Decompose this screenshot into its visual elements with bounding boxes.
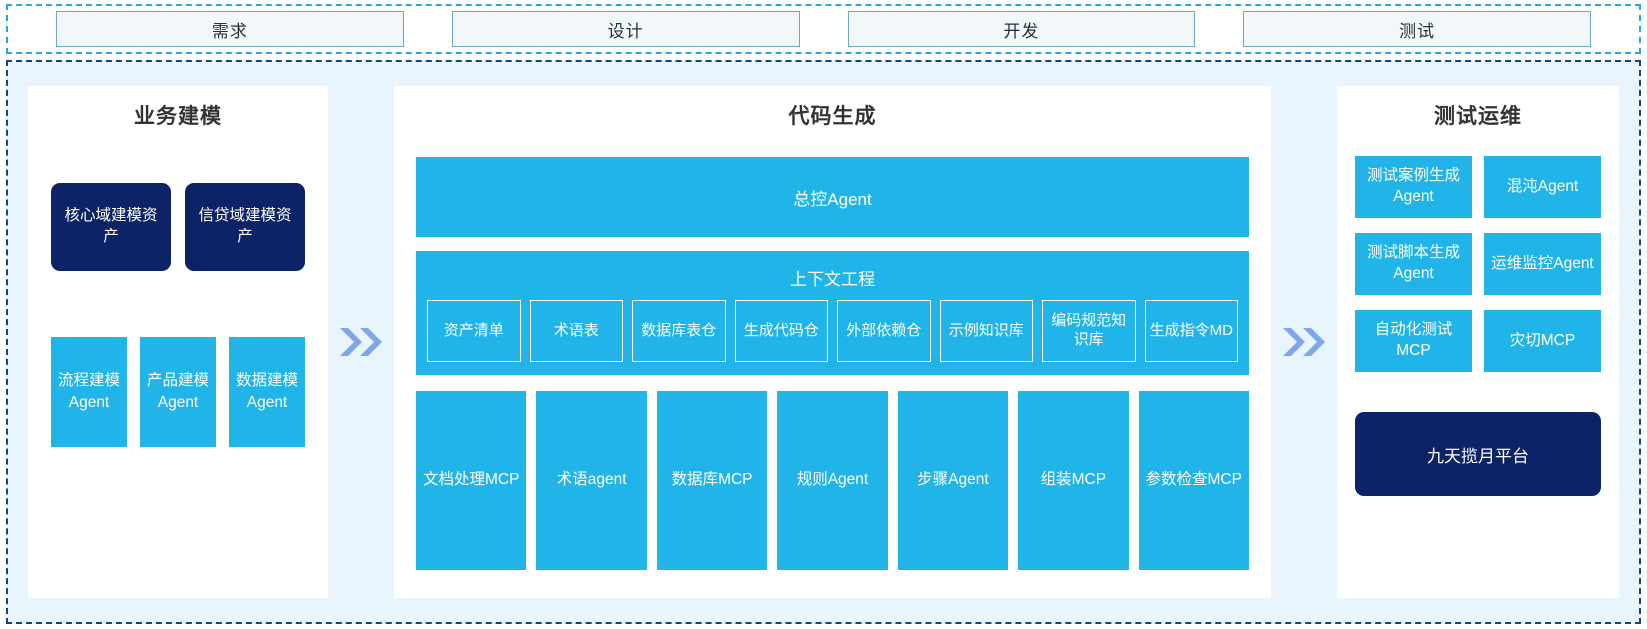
test-card-ops-monitoring-agent[interactable]: 运维监控Agent bbox=[1484, 233, 1601, 295]
double-chevron-right-icon bbox=[328, 86, 394, 598]
tool-card-row: 文档处理MCP 术语agent 数据库MCP 规则Agent 步骤Agent 组… bbox=[416, 391, 1249, 580]
business-asset-row: 核心域建模资产 信贷域建模资产 bbox=[50, 183, 306, 271]
tool-card-step-agent[interactable]: 步骤Agent bbox=[897, 391, 1009, 570]
tool-card-label: 术语agent bbox=[556, 471, 627, 489]
context-item-generation-instruction-md[interactable]: 生成指令MD bbox=[1144, 300, 1238, 362]
tool-card-glossary-agent[interactable]: 术语agent bbox=[536, 391, 647, 570]
panel-code-generation: 代码生成 总控Agent 上下文工程 资产清单 术语表 数据库表仓 生成代码仓 … bbox=[394, 86, 1271, 598]
code-generation-body: 总控Agent 上下文工程 资产清单 术语表 数据库表仓 生成代码仓 外部依赖仓… bbox=[394, 130, 1271, 598]
tool-card-label: 规则Agent bbox=[796, 471, 869, 489]
agent-card-product-modeling[interactable]: 产品建模Agent bbox=[140, 337, 216, 447]
business-modeling-body: 核心域建模资产 信贷域建模资产 流程建模Agent 产品建模Agent 数据建模… bbox=[28, 130, 328, 598]
context-item-label: 数据库表仓 bbox=[641, 321, 717, 339]
tool-card-rule-agent[interactable]: 规则Agent bbox=[777, 391, 888, 570]
phase-tab-label: 测试 bbox=[1399, 21, 1436, 41]
context-engineering-title: 上下文工程 bbox=[790, 270, 875, 289]
test-card-disaster-switch-mcp[interactable]: 灾切MCP bbox=[1484, 310, 1601, 372]
tool-card-parameter-check-mcp[interactable]: 参数检查MCP bbox=[1138, 391, 1249, 570]
test-card-label: 灾切MCP bbox=[1509, 331, 1576, 349]
test-card-label: 测试脚本生成Agent bbox=[1366, 244, 1460, 282]
panel-title-business-modeling: 业务建模 bbox=[134, 105, 222, 128]
test-card-label: 测试案例生成Agent bbox=[1366, 167, 1460, 205]
context-item-asset-list[interactable]: 资产清单 bbox=[427, 300, 521, 362]
tool-card-document-processing-mcp[interactable]: 文档处理MCP bbox=[416, 391, 527, 570]
phase-tab-testing[interactable]: 测试 bbox=[1243, 11, 1591, 47]
test-operations-body: 测试案例生成Agent 混沌Agent 测试脚本生成Agent 运维监控Agen… bbox=[1337, 130, 1619, 598]
context-item-label: 编码规范知识库 bbox=[1051, 312, 1127, 348]
master-agent-label: 总控Agent bbox=[793, 189, 872, 209]
tool-card-label: 组装MCP bbox=[1040, 471, 1107, 489]
context-item-label: 术语表 bbox=[553, 321, 599, 339]
phase-bar: 需求 设计 开发 测试 bbox=[6, 4, 1641, 54]
test-card-chaos-agent[interactable]: 混沌Agent bbox=[1484, 156, 1601, 218]
context-item-label: 外部依赖仓 bbox=[846, 321, 922, 339]
architecture-body: 业务建模 核心域建模资产 信贷域建模资产 流程建模Agent 产品建模Agent… bbox=[6, 60, 1641, 624]
tool-card-database-mcp[interactable]: 数据库MCP bbox=[656, 391, 768, 570]
master-agent-bar[interactable]: 总控Agent bbox=[416, 157, 1249, 237]
agent-card-label: 产品建模Agent bbox=[146, 372, 209, 411]
agent-card-process-modeling[interactable]: 流程建模Agent bbox=[51, 337, 127, 447]
context-item-label: 生成代码仓 bbox=[743, 321, 819, 339]
panel-title-test-operations: 测试运维 bbox=[1434, 105, 1522, 128]
context-item-label: 示例知识库 bbox=[948, 321, 1024, 339]
asset-card-label: 信贷域建模资产 bbox=[198, 207, 292, 245]
phase-tab-design[interactable]: 设计 bbox=[451, 11, 800, 47]
context-engineering-block: 上下文工程 资产清单 术语表 数据库表仓 生成代码仓 外部依赖仓 示例知识库 编… bbox=[416, 251, 1249, 375]
asset-card-core-domain[interactable]: 核心域建模资产 bbox=[51, 183, 171, 271]
test-card-automated-testing-mcp[interactable]: 自动化测试MCP bbox=[1355, 310, 1472, 372]
test-card-test-case-generation-agent[interactable]: 测试案例生成Agent bbox=[1355, 156, 1472, 218]
panel-business-modeling: 业务建模 核心域建模资产 信贷域建模资产 流程建模Agent 产品建模Agent… bbox=[28, 86, 328, 598]
test-card-test-script-generation-agent[interactable]: 测试脚本生成Agent bbox=[1355, 233, 1472, 295]
panel-test-operations: 测试运维 测试案例生成Agent 混沌Agent 测试脚本生成Agent 运维监… bbox=[1337, 86, 1619, 598]
asset-card-label: 核心域建模资产 bbox=[64, 207, 158, 245]
context-item-label: 生成指令MD bbox=[1149, 321, 1233, 339]
platform-card-jiutian-lanyue[interactable]: 九天揽月平台 bbox=[1355, 412, 1601, 496]
business-agent-row: 流程建模Agent 产品建模Agent 数据建模Agent bbox=[50, 337, 306, 447]
agent-card-data-modeling[interactable]: 数据建模Agent bbox=[229, 337, 305, 447]
agent-card-label: 数据建模Agent bbox=[235, 372, 298, 411]
test-card-label: 自动化测试MCP bbox=[1374, 321, 1453, 359]
tool-card-label: 参数检查MCP bbox=[1145, 471, 1242, 489]
agent-card-label: 流程建模Agent bbox=[57, 372, 120, 411]
phase-tab-label: 开发 bbox=[1003, 21, 1040, 41]
phase-tab-label: 需求 bbox=[211, 21, 248, 41]
context-item-glossary[interactable]: 术语表 bbox=[529, 300, 623, 362]
phase-tab-label: 设计 bbox=[607, 21, 644, 41]
asset-card-credit-domain[interactable]: 信贷域建模资产 bbox=[185, 183, 305, 271]
phase-tab-development[interactable]: 开发 bbox=[847, 11, 1196, 47]
phase-tab-requirements[interactable]: 需求 bbox=[56, 11, 404, 47]
context-item-db-table-repo[interactable]: 数据库表仓 bbox=[632, 300, 726, 362]
tool-card-label: 数据库MCP bbox=[671, 471, 753, 489]
context-item-example-knowledge-base[interactable]: 示例知识库 bbox=[939, 300, 1033, 362]
context-item-generated-code-repo[interactable]: 生成代码仓 bbox=[734, 300, 828, 362]
test-card-label: 混沌Agent bbox=[1506, 177, 1579, 195]
context-item-label: 资产清单 bbox=[443, 321, 504, 339]
context-item-list: 资产清单 术语表 数据库表仓 生成代码仓 外部依赖仓 示例知识库 编码规范知识库… bbox=[427, 300, 1238, 362]
test-card-label: 运维监控Agent bbox=[1491, 254, 1594, 272]
context-item-external-dependency-repo[interactable]: 外部依赖仓 bbox=[837, 300, 931, 362]
double-chevron-right-icon bbox=[1271, 86, 1337, 598]
test-operations-grid: 测试案例生成Agent 混沌Agent 测试脚本生成Agent 运维监控Agen… bbox=[1355, 156, 1601, 372]
tool-card-label: 文档处理MCP bbox=[422, 471, 520, 489]
platform-card-label: 九天揽月平台 bbox=[1427, 446, 1529, 466]
tool-card-assembly-mcp[interactable]: 组装MCP bbox=[1018, 391, 1129, 570]
tool-card-label: 步骤Agent bbox=[917, 471, 989, 489]
context-item-coding-standard-knowledge-base[interactable]: 编码规范知识库 bbox=[1042, 300, 1136, 362]
panel-title-code-generation: 代码生成 bbox=[788, 105, 877, 128]
